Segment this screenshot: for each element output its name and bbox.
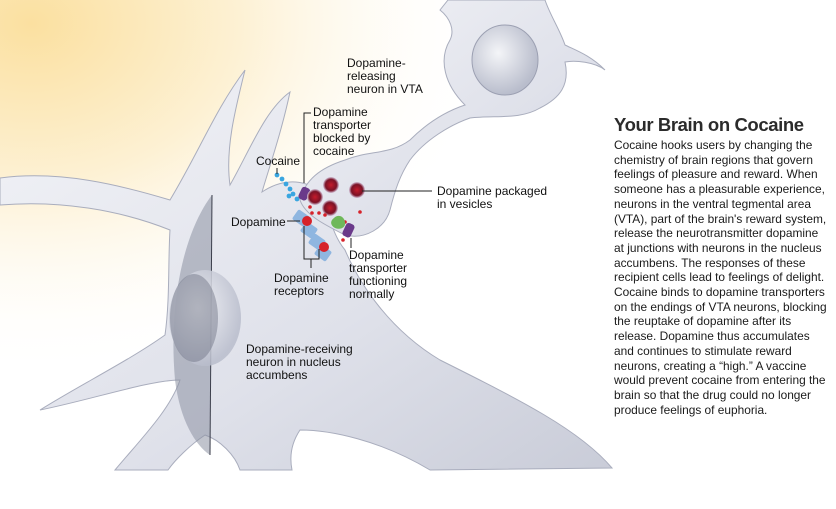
receiving-neuron xyxy=(0,69,614,471)
label-receptors: Dopamine receptors xyxy=(274,271,329,298)
label-dopamine: Dopamine xyxy=(231,215,286,229)
label-transporter-blocked: Dopamine transporter blocked by cocaine xyxy=(313,105,372,158)
label-cocaine: Cocaine xyxy=(256,154,301,168)
sidebar-title: Your Brain on Cocaine xyxy=(614,114,804,135)
enzyme xyxy=(331,215,346,229)
cocaine-molecules xyxy=(274,172,300,202)
label-receiving-neuron: Dopamine-receiving neuron in nucleus acc… xyxy=(246,342,353,382)
vesicles xyxy=(307,177,365,216)
transporter-normal xyxy=(342,222,355,238)
label-vesicles: Dopamine packaged in vesicles xyxy=(437,184,548,211)
receiving-nucleus-dark xyxy=(170,274,218,362)
leader-lines xyxy=(276,112,432,268)
sidebar-body: Cocaine hooks users by changing the chem… xyxy=(614,138,827,417)
receiving-nucleus xyxy=(169,270,241,366)
sidebar: Your Brain on Cocaine Cocaine hooks user… xyxy=(614,114,829,417)
label-transporter-normal: Dopamine transporter functioning normall… xyxy=(349,248,408,301)
releasing-nucleus xyxy=(471,24,539,96)
label-releasing-neuron: Dopamine- releasing neuron in VTA xyxy=(347,56,423,96)
